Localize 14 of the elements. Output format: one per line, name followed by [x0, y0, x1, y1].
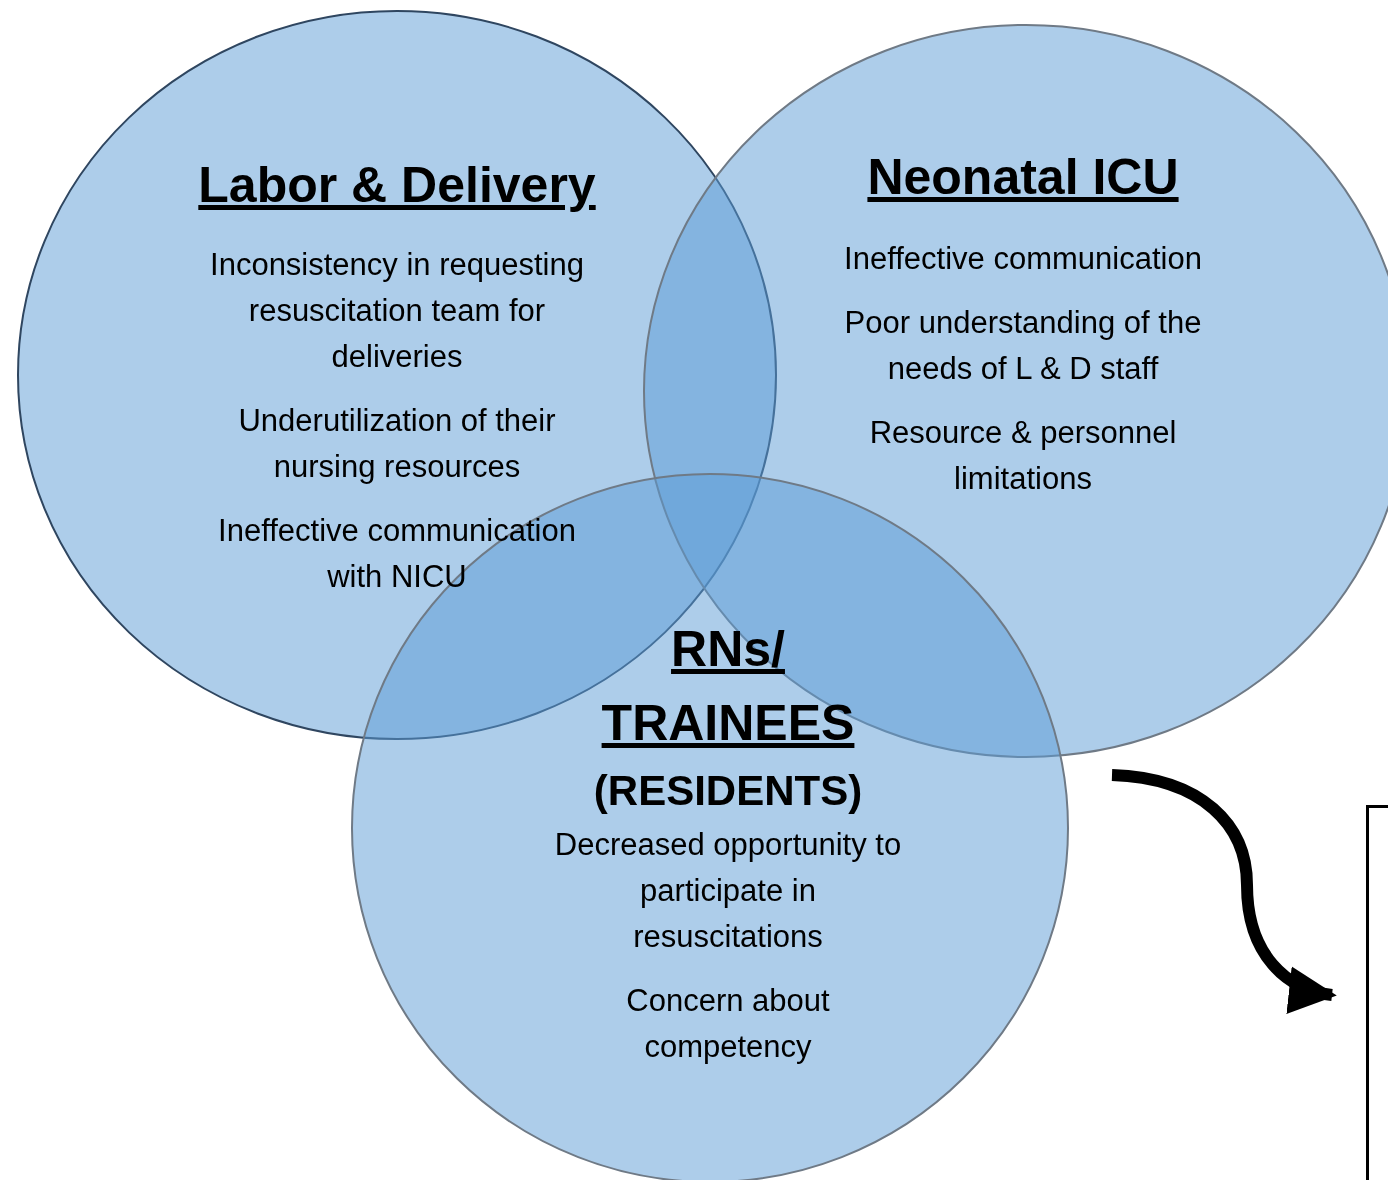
list-item-text: Underutilization of their nursing resources: [237, 402, 557, 486]
curved-arrow: [1111, 769, 1337, 1012]
list-item-text: Decreased opportunity to participate in resuscitations: [553, 826, 903, 956]
list-item-text: Ineffective communication with NICU: [217, 512, 577, 596]
list-item-text: Inconsistency in requesting resuscitation team for deliveries: [209, 246, 585, 376]
heading: Labor & Delivery: [197, 156, 597, 215]
list-item-text: Resource & personnel limitations: [868, 414, 1178, 498]
list-item-text: Poor understanding of the needs of L & D staff: [843, 304, 1203, 388]
subheading: (RESIDENTS): [592, 766, 864, 816]
heading: Neonatal ICU: [866, 148, 1180, 207]
heading: RNs/ TRAINEES: [600, 620, 856, 753]
list-item-text: Concern about competency: [625, 982, 831, 1066]
list-item-text: Ineffective communication: [843, 240, 1203, 278]
box-outline: [1366, 805, 1388, 1180]
